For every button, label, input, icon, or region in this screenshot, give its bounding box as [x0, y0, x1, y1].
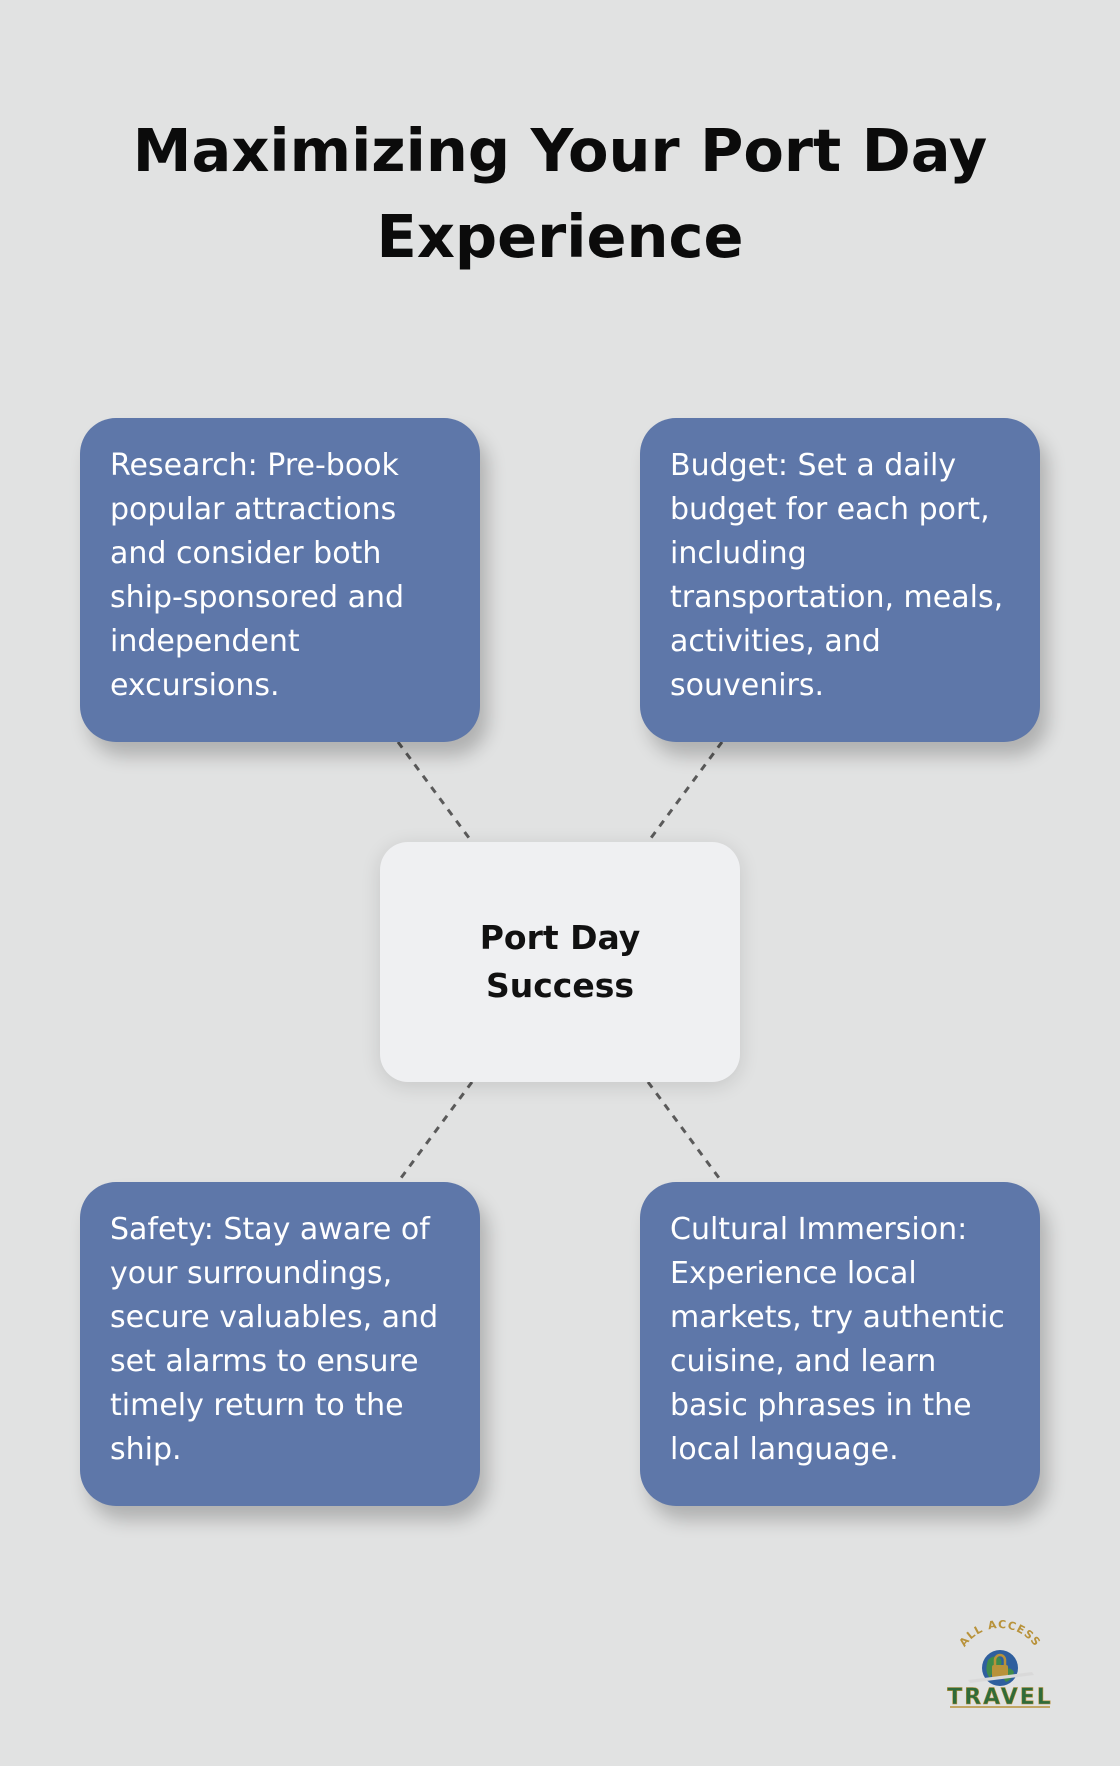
- card-safety: Safety: Stay aware of your surroundings,…: [80, 1182, 480, 1506]
- airplane-icon: [968, 1672, 1034, 1683]
- card-research-text: Research: Pre-book popular attractions a…: [110, 448, 405, 703]
- page-title: Maximizing Your Port Day Experience: [132, 116, 988, 271]
- card-budget: Budget: Set a daily budget for each port…: [640, 418, 1040, 742]
- card-culture: Cultural Immersion: Experience local mar…: [640, 1182, 1040, 1506]
- card-budget-text: Budget: Set a daily budget for each port…: [670, 448, 1004, 703]
- card-research: Research: Pre-book popular attractions a…: [80, 418, 480, 742]
- logo-word: TRAVEL: [947, 1685, 1053, 1710]
- padlock-icon: [992, 1653, 1008, 1678]
- connector-budget: [646, 741, 724, 843]
- brand-logo: ALL ACCESS TRAVEL: [947, 1620, 1053, 1710]
- svg-text:ALL ACCESS: ALL ACCESS: [957, 1620, 1044, 1649]
- connector-safety: [396, 1081, 474, 1183]
- logo-arc-text: ALL ACCESS: [957, 1620, 1043, 1649]
- connector-culture: [646, 1081, 724, 1183]
- card-culture-text: Cultural Immersion: Experience local mar…: [670, 1212, 1005, 1467]
- card-safety-text: Safety: Stay aware of your surroundings,…: [110, 1212, 439, 1467]
- connector-research: [396, 741, 474, 843]
- hub-label: Port Day Success: [479, 918, 641, 1005]
- hub-node: Port Day Success: [380, 842, 740, 1082]
